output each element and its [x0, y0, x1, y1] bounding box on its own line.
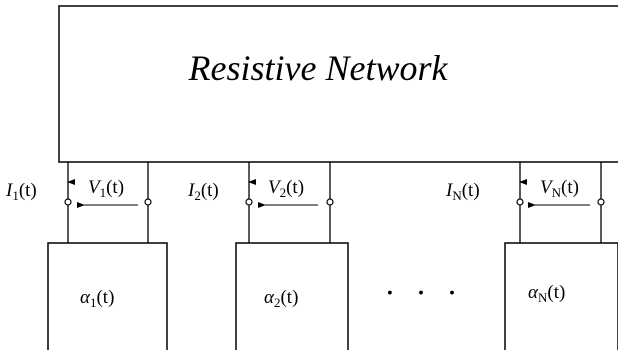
port-n: IN(t) VN(t) αN(t) — [445, 162, 618, 350]
port-2-right-terminal — [326, 198, 334, 206]
port-1-current-label: I1(t) — [5, 180, 37, 203]
port-n-voltage-label: VN(t) — [540, 177, 579, 200]
port-2: I2(t) V2(t) α2(t) — [187, 162, 349, 350]
port-n-current-label: IN(t) — [445, 180, 480, 203]
element-box-1 — [47, 242, 168, 350]
element-1-label: α1(t) — [80, 287, 114, 310]
port-2-voltage-label: V2(t) — [268, 177, 304, 200]
port-1-left-terminal — [64, 198, 72, 206]
port-2-left-terminal — [245, 198, 253, 206]
port-n-right-terminal — [597, 198, 605, 206]
resistive-network-box — [58, 5, 618, 163]
port-2-current-label: I2(t) — [187, 180, 219, 203]
element-n-label: αN(t) — [528, 282, 565, 305]
port-1-voltage-label: V1(t) — [88, 177, 124, 200]
port-1-right-terminal — [144, 198, 152, 206]
element-box-2 — [235, 242, 349, 350]
port-n-left-terminal — [516, 198, 524, 206]
element-2-label: α2(t) — [264, 287, 298, 310]
element-box-n — [504, 242, 618, 350]
ellipsis: · · · — [385, 276, 463, 311]
resistive-network-title: Resistive Network — [188, 48, 449, 88]
port-1: I1(t) V1(t) α1(t) — [5, 162, 168, 350]
